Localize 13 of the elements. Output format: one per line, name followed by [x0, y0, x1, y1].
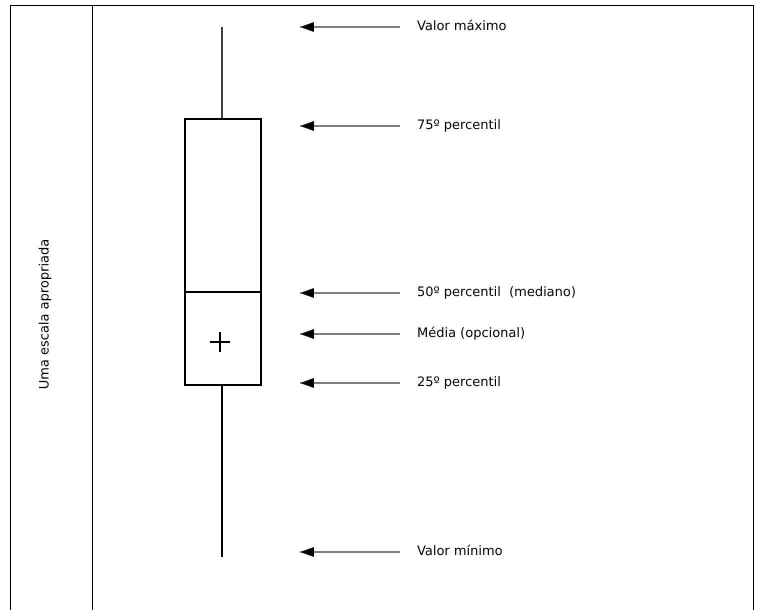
annotation-label: Média (opcional) [400, 326, 526, 342]
annotation-label: 50º percentil (mediano) [400, 285, 576, 301]
arrow [300, 288, 400, 298]
arrow [300, 121, 400, 131]
arrow [300, 378, 400, 388]
annotation-label: Valor mínimo [400, 544, 503, 560]
arrow [300, 22, 400, 32]
annotation-label: 75º percentil [400, 118, 501, 134]
arrow [300, 547, 400, 557]
annotation-label: 25º percentil [400, 375, 501, 391]
arrow [300, 329, 400, 339]
axis-label: Uma escala apropriada [38, 238, 52, 390]
annotation-label: Valor máximo [400, 19, 506, 35]
